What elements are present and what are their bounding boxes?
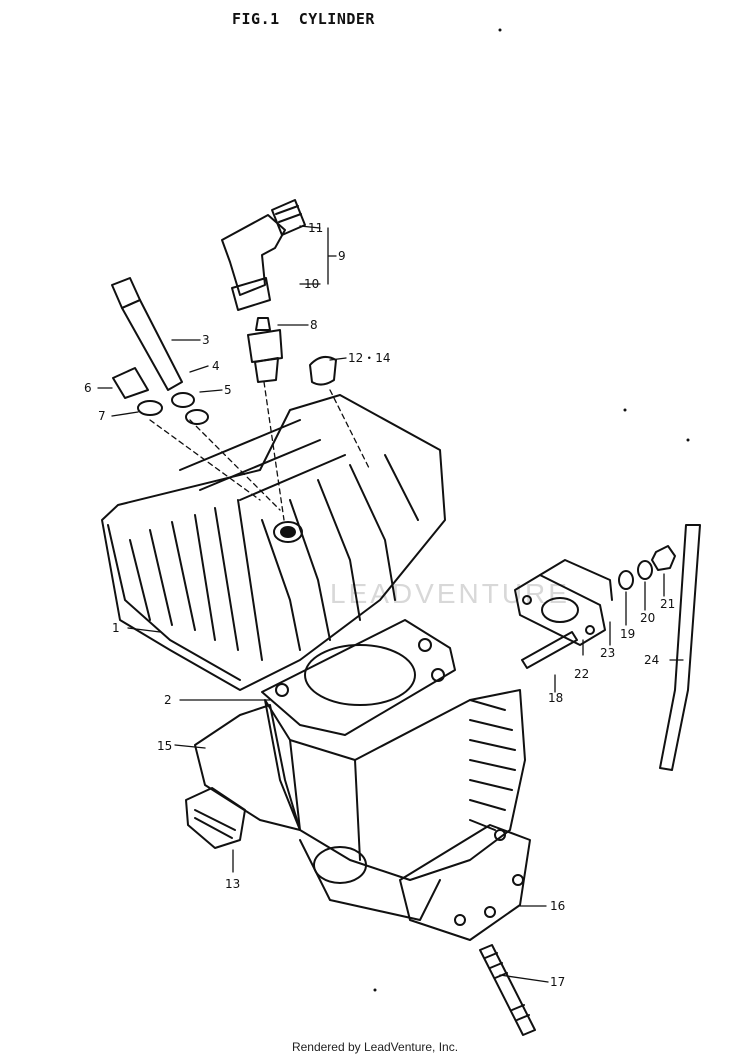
callout-1: 1: [112, 621, 120, 635]
callout-15: 15: [157, 739, 172, 753]
callout-labels: 1 2 3 4 5 6 7 8 9 10 11 12・14 13 15 16 1…: [84, 221, 675, 989]
callout-13: 13: [225, 877, 240, 891]
callout-2: 2: [164, 693, 172, 707]
figure-title: FIG.1 CYLINDER: [232, 10, 375, 28]
callout-4: 4: [212, 359, 220, 373]
cylinder-cover-part: [194, 704, 301, 831]
exhaust-stud-part: [521, 631, 578, 669]
render-credit: Rendered by LeadVenture, Inc.: [291, 1040, 459, 1054]
leader-lines: [97, 225, 684, 983]
callout-9: 9: [338, 249, 346, 263]
plug-part: [112, 367, 149, 399]
washer-19-part: [618, 570, 634, 590]
spark-plug-part: [247, 317, 283, 383]
decompressor-part: [111, 277, 183, 391]
head-gasket-part: [261, 619, 456, 736]
callout-6: 6: [84, 381, 92, 395]
hose-part: [659, 524, 701, 771]
washer-20-part: [637, 560, 653, 580]
nut-21-part: [651, 545, 676, 571]
cap-part: [309, 355, 337, 386]
callout-24: 24: [644, 653, 659, 667]
callout-19: 19: [620, 627, 635, 641]
callout-12-14: 12・14: [348, 351, 391, 365]
stud-bolt-part: [479, 944, 536, 1036]
callout-23: 23: [600, 646, 615, 660]
gasket-7-part: [137, 400, 163, 416]
callout-5: 5: [224, 383, 232, 397]
callout-20: 20: [640, 611, 655, 625]
callout-11: 11: [308, 221, 323, 235]
cylinder-head-part: [101, 394, 446, 691]
callout-7: 7: [98, 409, 106, 423]
washer-4-part: [171, 392, 195, 408]
base-gasket-part: [399, 824, 531, 941]
callout-17: 17: [550, 975, 565, 989]
callout-8: 8: [310, 318, 318, 332]
cylinder-body-part: [264, 689, 526, 921]
callout-18: 18: [548, 691, 563, 705]
callout-16: 16: [550, 899, 565, 913]
washer-5-part: [185, 409, 209, 425]
callout-22: 22: [574, 667, 589, 681]
exhaust-flange-part: [514, 559, 613, 646]
callout-21: 21: [660, 597, 675, 611]
plug-cap-part: [221, 199, 306, 311]
rubber-block-part: [185, 787, 246, 849]
scan-specks: [373, 28, 690, 992]
callout-3: 3: [202, 333, 210, 347]
callout-10: 10: [304, 277, 319, 291]
